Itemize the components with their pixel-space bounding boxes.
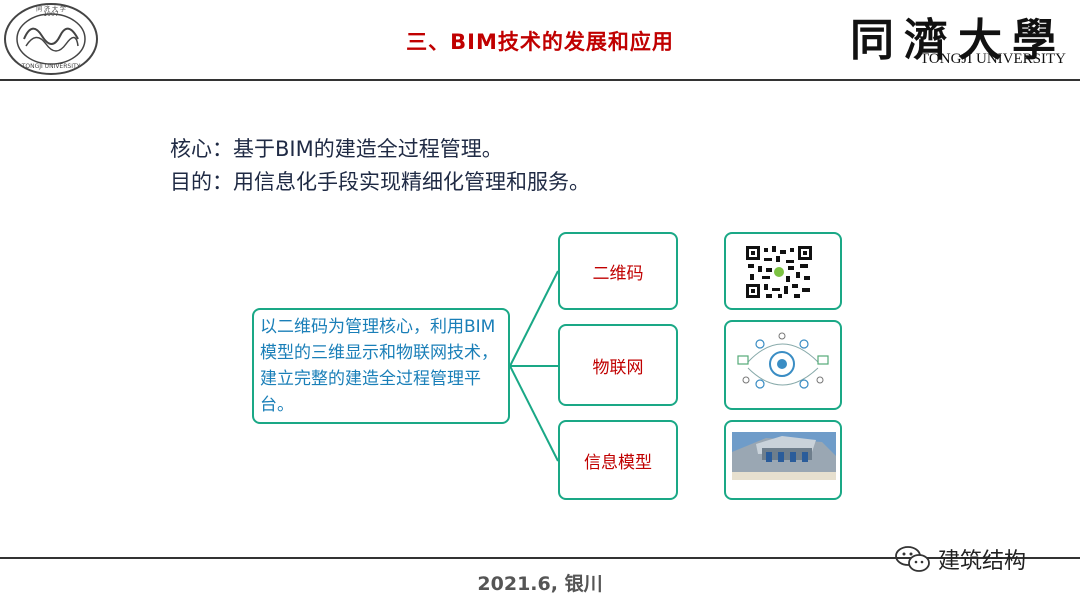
- wechat-icon: [895, 546, 930, 572]
- watermark-text: 建筑结构: [938, 549, 1027, 574]
- seal-cn: 同 济 大 学: [36, 5, 66, 13]
- connector-model: [509, 365, 559, 462]
- footer-divider: [0, 557, 1080, 559]
- node-info-model: 信息模型: [558, 420, 678, 500]
- connector-qrcode: [509, 270, 559, 367]
- qrcode-image-box: [724, 232, 842, 310]
- node-iot: 物联网: [558, 324, 678, 406]
- iot-network-icon: [737, 332, 829, 389]
- building-model-icon: [732, 432, 836, 480]
- iot-image-box: [724, 320, 842, 410]
- node-qrcode: 二维码: [558, 232, 678, 310]
- university-logo-cn: 同濟大學: [850, 15, 1066, 66]
- intro-core: 核心：基于BIM的建造全过程管理。: [170, 137, 503, 161]
- footer-date: 2021.6, 银川: [477, 573, 603, 595]
- university-logo-en: TONGJI UNIVERSITY: [920, 51, 1066, 67]
- university-seal-icon: 1907 TONGJI UNIVERSITY 同 济 大 学: [4, 3, 98, 75]
- seal-text: TONGJI UNIVERSITY: [21, 63, 81, 70]
- main-concept-box: 以二维码为管理核心，利用BIM模型的三维显示和物联网技术，建立完整的建造全过程管…: [252, 308, 510, 424]
- intro-purpose: 目的：用信息化手段实现精细化管理和服务。: [170, 170, 590, 194]
- info-model-image-box: [724, 420, 842, 500]
- header-divider: [0, 79, 1080, 81]
- seal-year: 1907: [43, 11, 58, 18]
- slide-header: 1907 TONGJI UNIVERSITY 同 济 大 学 三、BIM技术的发…: [0, 0, 1080, 78]
- watermark: 建筑结构: [894, 543, 1026, 575]
- slide-title: 三、BIM技术的发展和应用: [406, 30, 674, 54]
- qrcode-icon: [746, 246, 812, 298]
